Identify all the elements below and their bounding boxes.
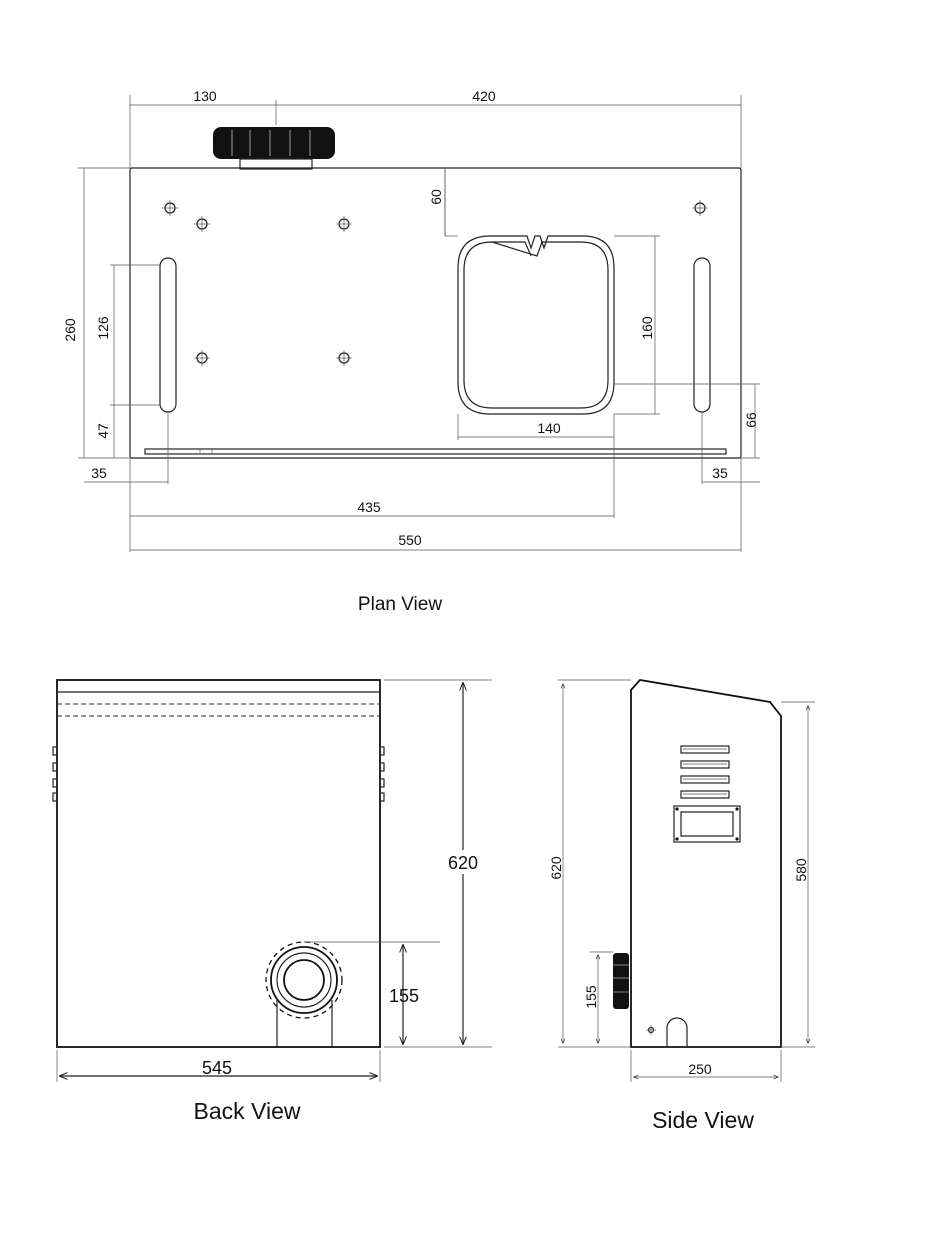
plan-rail [145, 449, 726, 454]
plan-dim-66: 66 [743, 412, 759, 428]
back-pinion-gear [266, 942, 342, 1047]
back-dim-545: 545 [202, 1058, 232, 1078]
side-dim-155: 155 [583, 985, 599, 1009]
plan-cable-opening [458, 236, 614, 414]
plan-dim-260: 260 [62, 318, 78, 342]
back-side-tabs [53, 747, 384, 801]
plan-dim-420: 420 [472, 88, 496, 104]
plan-dim-130: 130 [193, 88, 217, 104]
plan-left-slot [160, 258, 176, 412]
plan-dim-126: 126 [95, 316, 111, 340]
plan-dim-435: 435 [357, 499, 381, 515]
side-dim-580: 580 [793, 858, 809, 882]
side-pinion-knob [613, 953, 629, 1009]
plan-dim-35-left: 35 [91, 465, 107, 481]
side-view-caption: Side View [652, 1107, 754, 1133]
plan-base-plate [130, 168, 741, 458]
side-dim-250: 250 [688, 1061, 712, 1077]
plan-dim-550: 550 [398, 532, 422, 548]
side-housing [631, 680, 781, 1047]
side-view: 620 580 155 250 Side View [548, 680, 815, 1133]
plan-view: 130 420 60 260 126 160 47 66 140 35 35 4… [62, 88, 760, 615]
side-release-panel [674, 806, 740, 842]
back-dim-155: 155 [389, 986, 419, 1006]
plan-dim-160: 160 [639, 316, 655, 340]
back-dim-620: 620 [448, 853, 478, 873]
back-view: 620 155 545 Back View [53, 680, 492, 1124]
plan-view-caption: Plan View [358, 594, 442, 615]
plan-dim-47: 47 [95, 423, 111, 439]
back-view-caption: Back View [194, 1098, 301, 1124]
plan-dim-60: 60 [428, 189, 444, 205]
side-dim-620: 620 [548, 856, 564, 880]
plan-right-slot [694, 258, 710, 412]
side-cable-notch [667, 1018, 687, 1047]
plan-dim-140: 140 [537, 420, 561, 436]
plan-mounting-holes [162, 200, 708, 366]
side-vents [681, 746, 729, 798]
plan-dim-35-right: 35 [712, 465, 728, 481]
plan-pinion-knob [213, 127, 335, 159]
back-housing [57, 680, 380, 1047]
